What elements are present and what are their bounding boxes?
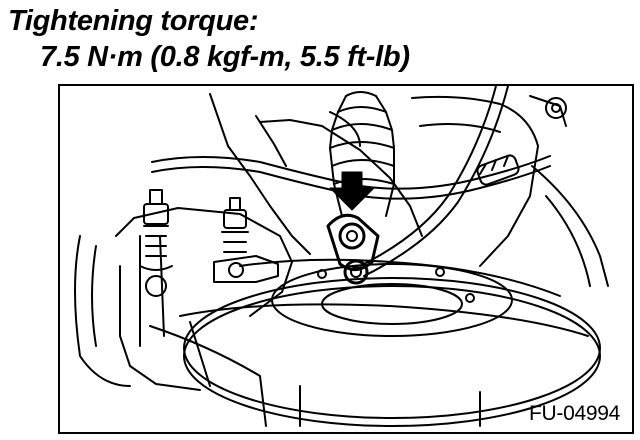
- lower-arm: [149, 321, 481, 427]
- torque-specification: 7.5 N·m (0.8 kgf-m, 5.5 ft-lb): [40, 41, 410, 73]
- pipe-bracket-bolt: [326, 213, 380, 285]
- suspension-illustration-frame: FU-04994: [58, 84, 634, 434]
- knuckle-upper-body: [209, 93, 423, 255]
- procedure-title: Tightening torque:: [8, 5, 259, 37]
- brake-disc: [179, 258, 601, 427]
- brake-knuckle-line-drawing: [74, 86, 609, 427]
- figure-id-label: FU-04994: [529, 402, 620, 425]
- hub-housing: [411, 95, 609, 287]
- caliper-bolt-left: [139, 189, 173, 297]
- caliper-bolt-right: [213, 197, 279, 283]
- brake-caliper: [74, 207, 293, 391]
- tightening-point-arrow: [329, 171, 375, 211]
